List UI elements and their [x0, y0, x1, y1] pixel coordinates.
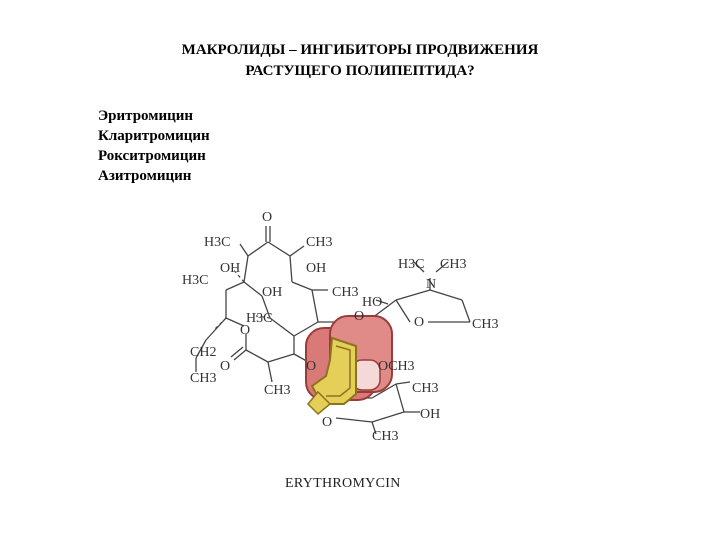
slide-title: МАКРОЛИДЫ – ИНГИБИТОРЫ ПРОДВИЖЕНИЯ РАСТУ… — [0, 40, 720, 82]
stereo-dashed-bonds — [213, 267, 271, 331]
title-line-2: РАСТУЩЕГО ПОЛИПЕПТИДА? — [245, 63, 475, 79]
title-line-1: МАКРОЛИДЫ – ИНГИБИТОРЫ ПРОДВИЖЕНИЯ — [181, 42, 539, 58]
drug-item-azithromycin: Азитромицин — [98, 168, 192, 184]
ho-label: HO — [362, 295, 382, 310]
ribosome-tunnel-icon — [305, 315, 393, 416]
o-cladinose-link-label: O — [306, 359, 316, 374]
ch3-cladinose-label: CH3 — [412, 381, 438, 396]
drug-item-erythromycin: Эритромицин — [98, 108, 194, 124]
o-ring-label: O — [414, 315, 424, 330]
ch3-ethyl-label: CH3 — [190, 371, 216, 386]
ch3-sugar-label: CH3 — [472, 317, 498, 332]
o-sugar-link-label: O — [354, 309, 364, 324]
o-cladinose-ring-label: O — [322, 415, 332, 430]
n-label: N — [426, 277, 436, 292]
oh-cladinose-label: OH — [420, 407, 440, 422]
ch3-top-label: CH3 — [306, 235, 332, 250]
oh-2-label: OH — [306, 261, 326, 276]
ch3-n-label: CH3 — [440, 257, 466, 272]
drug-item-roxithromycin: Рокситромицин — [98, 148, 206, 164]
o-keto-label: O — [220, 359, 230, 374]
desosamine-ring-bonds — [371, 261, 471, 323]
carbonyl-o-label: O — [262, 210, 272, 225]
h3c-n-label: H3C — [398, 257, 424, 272]
och3-label: OCH3 — [378, 359, 415, 374]
ch3-cladinose-bottom-label: CH3 — [372, 429, 398, 444]
ch2-label: CH2 — [190, 345, 216, 360]
drug-list: Эритромицин Кларитромицин Рокситромицин … — [98, 106, 210, 186]
h3c-lower-label: H3C — [246, 311, 272, 326]
o-lactone-label: O — [240, 323, 250, 338]
oh-3-label: OH — [262, 285, 282, 300]
ch3-bottom-label: CH3 — [264, 383, 290, 398]
h3c-left-label: H3C — [204, 235, 230, 250]
oh-1-label: OH — [220, 261, 240, 276]
ch3-right-label: CH3 — [332, 285, 358, 300]
h3c-mid-label: H3C — [182, 273, 208, 288]
drug-item-clarithromycin: Кларитромицин — [98, 128, 210, 144]
structure-caption: ERYTHROMYCIN — [285, 476, 401, 491]
